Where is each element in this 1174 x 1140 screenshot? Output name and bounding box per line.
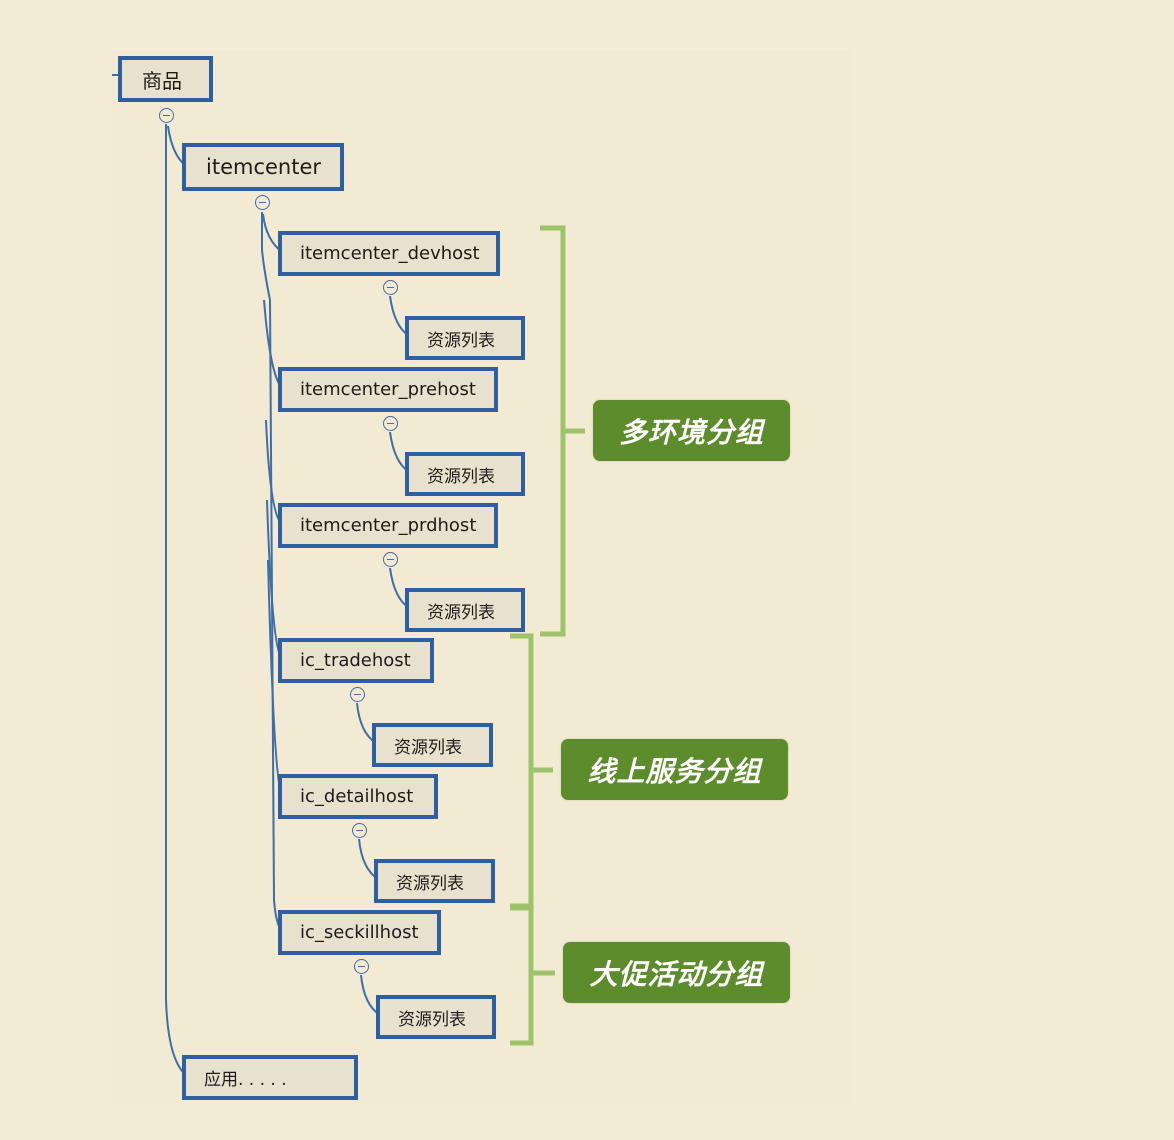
node-host-label: itemcenter_prdhost <box>300 515 477 536</box>
node-itemcenter-label: itemcenter <box>206 155 322 179</box>
node-host-label: ic_tradehost <box>300 650 411 671</box>
node-resource-list[interactable]: 资源列表 <box>372 723 493 767</box>
diagram-canvas <box>112 50 852 1105</box>
group-label-text: 大促活动分组 <box>589 957 764 991</box>
node-host-prehost[interactable]: itemcenter_prehost <box>278 367 498 412</box>
collapse-toggle-icon[interactable] <box>350 687 365 702</box>
node-host-label: ic_detailhost <box>300 786 414 807</box>
node-resource-label: 资源列表 <box>427 466 495 487</box>
node-resource-label: 资源列表 <box>427 602 495 623</box>
node-host-label: itemcenter_prehost <box>300 379 476 400</box>
node-host-label: ic_seckillhost <box>300 922 419 943</box>
group-label-text: 线上服务分组 <box>587 754 762 788</box>
node-resource-list[interactable]: 资源列表 <box>374 859 495 903</box>
node-host-detailhost[interactable]: ic_detailhost <box>278 774 438 819</box>
node-root-label: 商品 <box>142 68 182 93</box>
collapse-toggle-icon[interactable] <box>383 280 398 295</box>
node-app-label: 应用. . . . . <box>204 1070 287 1090</box>
node-resource-label: 资源列表 <box>398 1009 466 1030</box>
node-resource-list[interactable]: 资源列表 <box>405 316 525 360</box>
node-resource-label: 资源列表 <box>427 330 495 351</box>
node-root[interactable]: 商品 <box>118 56 213 102</box>
node-app[interactable]: 应用. . . . . <box>182 1055 358 1100</box>
node-resource-list[interactable]: 资源列表 <box>376 995 496 1039</box>
node-host-tradehost[interactable]: ic_tradehost <box>278 638 434 683</box>
node-resource-list[interactable]: 资源列表 <box>405 588 525 632</box>
collapse-toggle-icon[interactable] <box>352 823 367 838</box>
collapse-toggle-icon[interactable] <box>159 108 174 123</box>
collapse-toggle-icon[interactable] <box>383 552 398 567</box>
group-label-promo: 大促活动分组 <box>563 942 790 1003</box>
group-label-multi-env: 多环境分组 <box>593 400 790 461</box>
node-host-devhost[interactable]: itemcenter_devhost <box>278 231 500 276</box>
node-resource-label: 资源列表 <box>394 737 462 758</box>
node-resource-label: 资源列表 <box>396 873 464 894</box>
collapse-toggle-icon[interactable] <box>255 195 270 210</box>
group-label-online: 线上服务分组 <box>561 739 788 800</box>
group-label-text: 多环境分组 <box>618 415 764 449</box>
node-itemcenter[interactable]: itemcenter <box>182 143 344 191</box>
node-resource-list[interactable]: 资源列表 <box>405 452 525 496</box>
collapse-toggle-icon[interactable] <box>383 416 398 431</box>
node-host-seckillhost[interactable]: ic_seckillhost <box>278 910 441 955</box>
node-host-prdhost[interactable]: itemcenter_prdhost <box>278 503 498 548</box>
node-host-label: itemcenter_devhost <box>300 243 480 264</box>
collapse-toggle-icon[interactable] <box>354 959 369 974</box>
